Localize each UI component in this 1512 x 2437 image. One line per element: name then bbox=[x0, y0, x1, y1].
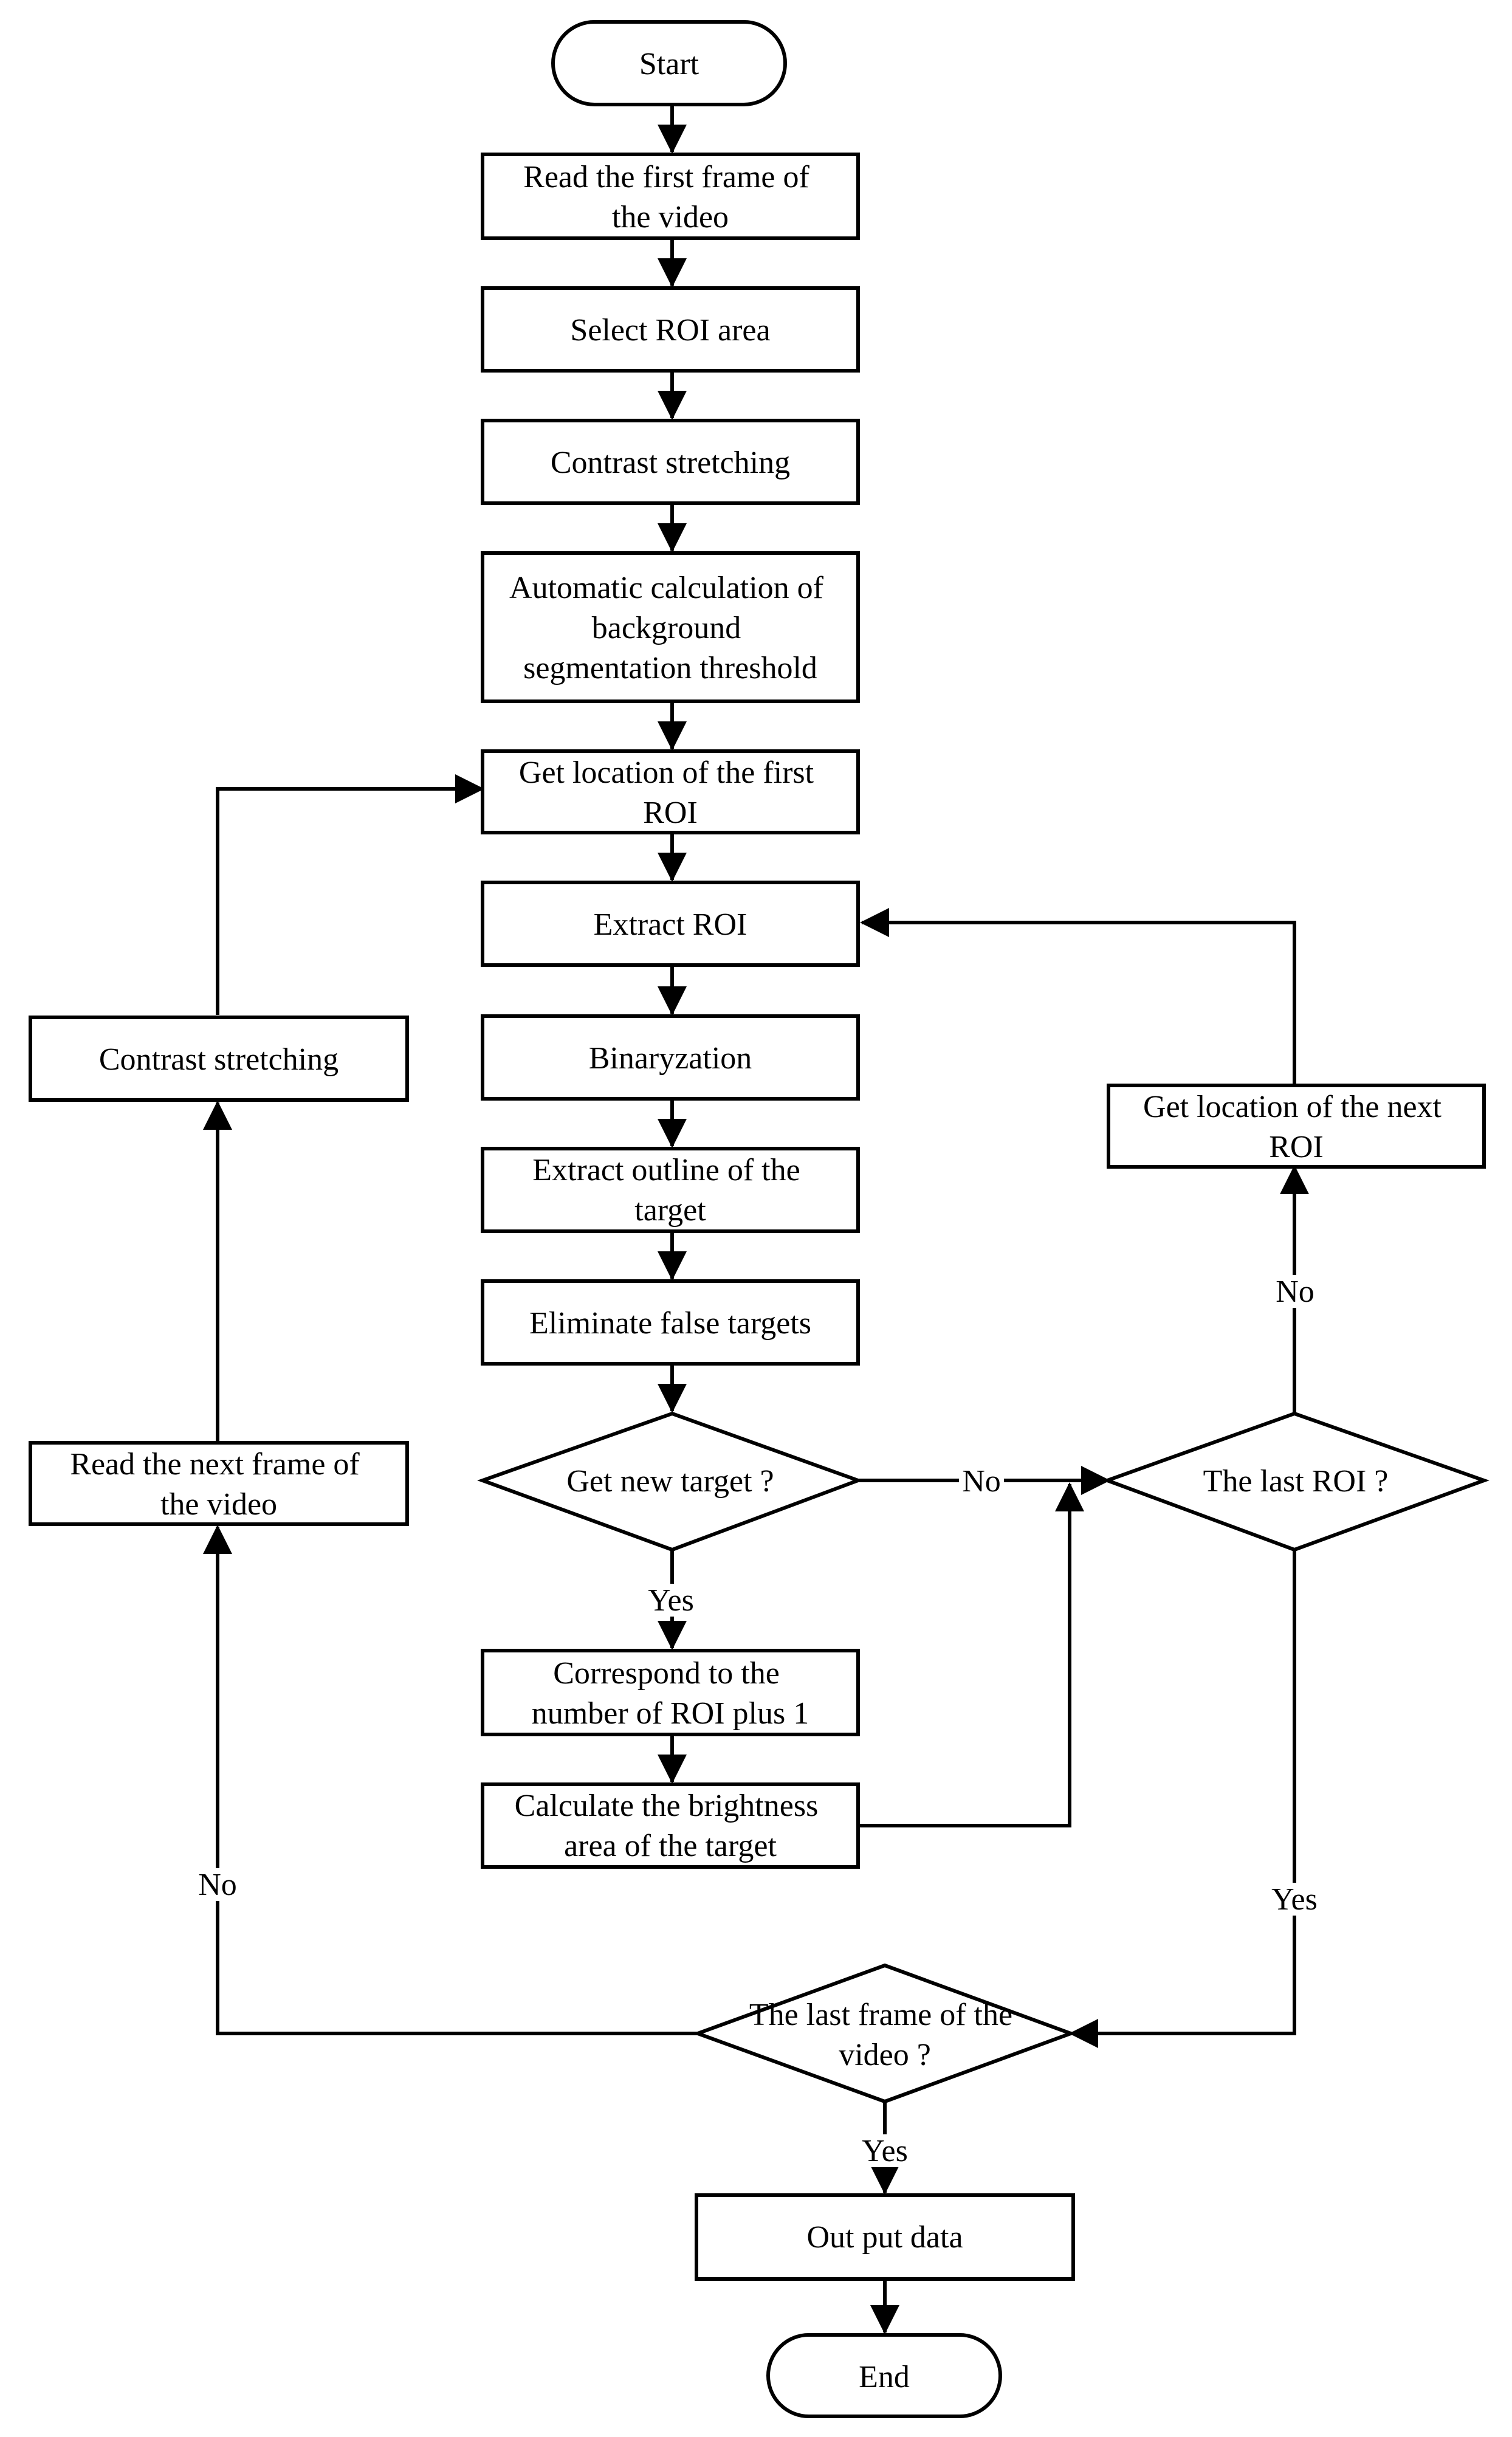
process-extract-outline: Extract outline of the target bbox=[481, 1147, 860, 1233]
process-extract-roi: Extract ROI bbox=[481, 881, 860, 967]
process-eliminate-false-targets: Eliminate false targets bbox=[481, 1279, 860, 1366]
correspond-roi-label: Correspond to the number of ROI plus 1 bbox=[532, 1656, 809, 1731]
terminal-end: End bbox=[766, 2333, 1002, 2418]
process-contrast-stretching-loop: Contrast stretching bbox=[29, 1016, 409, 1102]
process-output-data: Out put data bbox=[695, 2193, 1075, 2281]
process-correspond-roi: Correspond to the number of ROI plus 1 bbox=[481, 1649, 860, 1736]
label-new-target-yes: Yes bbox=[648, 1583, 694, 1618]
decision-get-new-target: Get new target ? bbox=[477, 1411, 864, 1552]
binaryzation-label: Binaryzation bbox=[589, 1041, 752, 1076]
calc-brightness-label: Calculate the brightness area of the tar… bbox=[515, 1789, 826, 1863]
process-auto-threshold: Automatic calculation of background segm… bbox=[481, 551, 860, 703]
auto-threshold-label: Automatic calculation of background segm… bbox=[509, 571, 831, 686]
decision-last-roi: The last ROI ? bbox=[1102, 1411, 1490, 1552]
label-last-frame-no: No bbox=[198, 1868, 237, 1902]
last-frame-label: The last frame of the video ? bbox=[749, 1998, 1020, 2072]
process-select-roi: Select ROI area bbox=[481, 286, 860, 373]
extract-outline-label: Extract outline of the target bbox=[532, 1153, 808, 1228]
decision-last-frame: The last frame of the video ? bbox=[692, 1963, 1076, 2104]
output-data-label: Out put data bbox=[806, 2220, 963, 2255]
extract-roi-label: Extract ROI bbox=[594, 907, 747, 942]
process-calc-brightness: Calculate the brightness area of the tar… bbox=[481, 1782, 860, 1869]
end-label: End bbox=[859, 2360, 910, 2394]
process-get-next-roi: Get location of the next ROI bbox=[1107, 1084, 1486, 1169]
get-first-roi-label: Get location of the first ROI bbox=[519, 755, 822, 830]
process-read-first-frame: Read the first frame of the video bbox=[481, 153, 860, 240]
edge-last-frame-no-to-read-next bbox=[203, 1525, 698, 2035]
edge-last-roi-yes-to-last-frame bbox=[1069, 1550, 1296, 2048]
get-new-target-label: Get new target ? bbox=[566, 1464, 774, 1499]
read-next-frame-label: Read the next frame of the video bbox=[70, 1447, 367, 1522]
process-read-next-frame: Read the next frame of the video bbox=[29, 1441, 409, 1526]
process-contrast-stretching: Contrast stretching bbox=[481, 419, 860, 505]
edge-labels: No Yes No Yes No Yes bbox=[194, 1274, 1326, 2168]
get-next-roi-label: Get location of the next ROI bbox=[1143, 1090, 1449, 1164]
label-last-frame-yes: Yes bbox=[862, 2134, 908, 2168]
label-last-roi-yes: Yes bbox=[1271, 1882, 1318, 1917]
contrast-stretching-label: Contrast stretching bbox=[551, 445, 790, 480]
last-roi-label: The last ROI ? bbox=[1203, 1464, 1389, 1499]
process-get-first-roi: Get location of the first ROI bbox=[481, 749, 860, 834]
read-first-frame-label: Read the first frame of the video bbox=[523, 160, 817, 235]
edge-calc-brightness-to-last-roi bbox=[858, 1482, 1084, 1827]
eliminate-false-targets-label: Eliminate false targets bbox=[529, 1306, 811, 1341]
start-label: Start bbox=[639, 47, 699, 81]
edge-next-roi-to-extract-roi bbox=[860, 908, 1296, 1085]
process-binaryzation: Binaryzation bbox=[481, 1014, 860, 1101]
edge-contrast-loop-to-first-roi bbox=[216, 774, 484, 1015]
label-new-target-no: No bbox=[962, 1464, 1001, 1499]
label-last-roi-no: No bbox=[1276, 1274, 1314, 1309]
contrast-stretching-loop-label: Contrast stretching bbox=[99, 1042, 338, 1077]
select-roi-label: Select ROI area bbox=[570, 313, 770, 348]
terminal-start: Start bbox=[551, 20, 787, 106]
